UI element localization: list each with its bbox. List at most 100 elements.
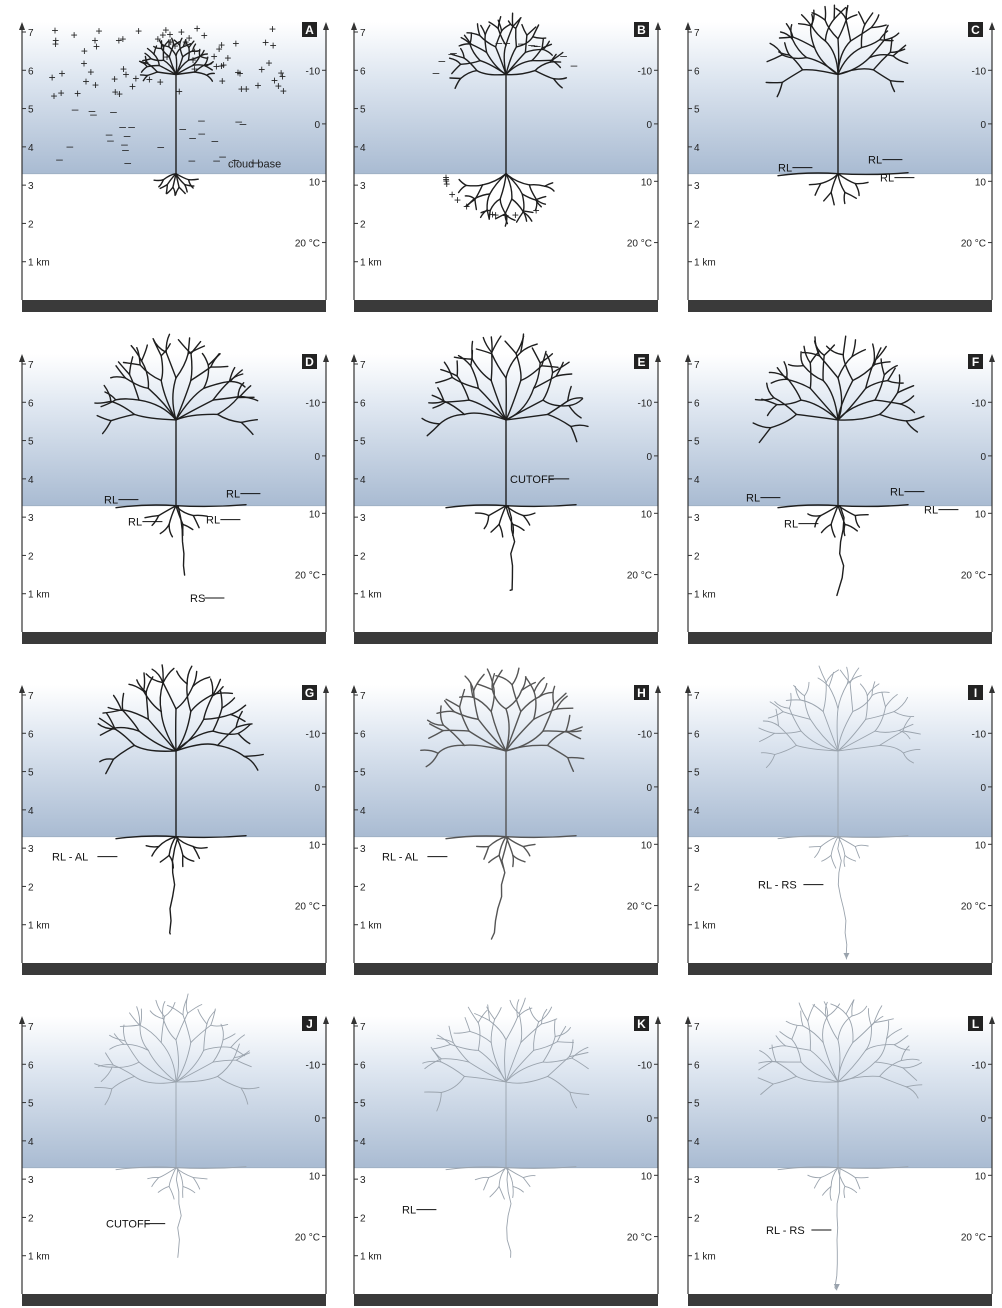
channel-segment (808, 182, 822, 186)
channel-segment (799, 699, 824, 712)
channel-segment (870, 24, 887, 29)
channel-segment (813, 1177, 822, 1189)
channel-segment (822, 711, 839, 752)
channel-segment (874, 1061, 904, 1069)
channel-segment (505, 503, 577, 508)
channel-segment (568, 1039, 574, 1058)
channel-segment (175, 1075, 219, 1083)
channel-segment (808, 846, 822, 848)
channel-segment (512, 1185, 524, 1193)
channel-segment (123, 1043, 149, 1051)
channel-segment (237, 382, 245, 399)
panel-letter: B (637, 23, 646, 37)
channel-segment (203, 695, 214, 720)
channel-segment (807, 1174, 822, 1179)
channel-segment (175, 59, 190, 76)
channel-segment (147, 1177, 160, 1180)
positive-charge: + (235, 65, 242, 79)
channel-segment (486, 1006, 496, 1020)
channel-segment (192, 1177, 208, 1180)
channel-segment (514, 27, 518, 48)
channel-segment (474, 1176, 490, 1181)
channel-segment (102, 709, 123, 714)
channel-segment (874, 730, 900, 733)
negative-charge: – (72, 102, 79, 116)
altitude-tick-label: 5 (360, 105, 366, 116)
altitude-tick-label: 4 (28, 1137, 34, 1148)
channel-segment (190, 352, 193, 382)
channel-segment (819, 355, 839, 379)
altitude-tick-label: 1 km (694, 921, 716, 932)
channel-segment (149, 1010, 164, 1020)
channel-segment (800, 14, 812, 27)
channel-segment (192, 845, 208, 849)
channel-segment (212, 380, 231, 401)
channel-segment (795, 1075, 839, 1083)
channel-segment (175, 834, 247, 839)
channel-segment (809, 1049, 839, 1083)
temperature-tick-label: 10 (309, 177, 321, 188)
leader-channel (138, 37, 215, 197)
channel-segment (505, 836, 514, 857)
channel-segment (153, 45, 163, 50)
positive-charge: + (52, 33, 59, 47)
channel-segment (175, 413, 219, 421)
channel-segment (165, 183, 168, 195)
channel-segment (437, 1034, 452, 1045)
negative-charge: – (438, 53, 445, 67)
channel-segment (775, 1061, 797, 1077)
channel-segment (128, 356, 134, 376)
channel-segment (175, 505, 184, 526)
panel-letter-badge: H (634, 685, 649, 700)
channel-segment (845, 14, 858, 21)
channel-segment (533, 375, 557, 389)
channel-segment (822, 1185, 832, 1196)
channel-segment (775, 708, 779, 727)
channel-segment (151, 845, 160, 857)
channel-segment (542, 371, 554, 401)
channel-segment (555, 373, 573, 377)
channel-segment (518, 997, 526, 1015)
channel-segment (864, 12, 874, 26)
channel-segment (839, 669, 851, 684)
channel-segment (159, 682, 164, 713)
positive-charge: + (243, 82, 250, 96)
channel-segment (147, 62, 158, 73)
channel-segment (760, 752, 776, 755)
channel-segment (240, 1087, 249, 1105)
channel-segment (505, 505, 514, 526)
negative-charge: – (128, 119, 135, 133)
channel-segment (443, 361, 453, 379)
channel-segment (235, 1059, 252, 1068)
positive-charge: + (83, 75, 90, 89)
channel-segment (767, 711, 784, 719)
channel-segment (505, 379, 522, 421)
negative-charge: – (528, 38, 535, 52)
annotation-label: RL (746, 493, 760, 505)
channel-segment (804, 681, 810, 697)
channel-segment (768, 1045, 786, 1050)
panel-letter-badge: C (968, 22, 983, 37)
channel-segment (160, 1042, 177, 1083)
channel-segment (109, 1043, 125, 1050)
channel-segment (865, 1025, 872, 1051)
channel-segment (898, 730, 911, 740)
channel-segment (113, 1033, 125, 1045)
altitude-tick-label: 6 (360, 66, 366, 77)
negative-charge: – (124, 128, 131, 142)
channel-segment (110, 413, 136, 422)
channel-segment (554, 1027, 571, 1037)
ground-bar (354, 632, 658, 644)
positive-charge: + (167, 35, 174, 49)
channel-segment (844, 854, 857, 862)
channel-segment (115, 1166, 177, 1171)
positive-charge: + (59, 67, 66, 81)
channel-segment (458, 688, 466, 708)
ground-bar (22, 963, 326, 975)
channel-segment (551, 361, 570, 374)
temperature-tick-label: 0 (314, 783, 320, 794)
negative-charge: – (56, 152, 63, 166)
channel-segment (865, 379, 889, 389)
channel-segment (524, 34, 528, 54)
